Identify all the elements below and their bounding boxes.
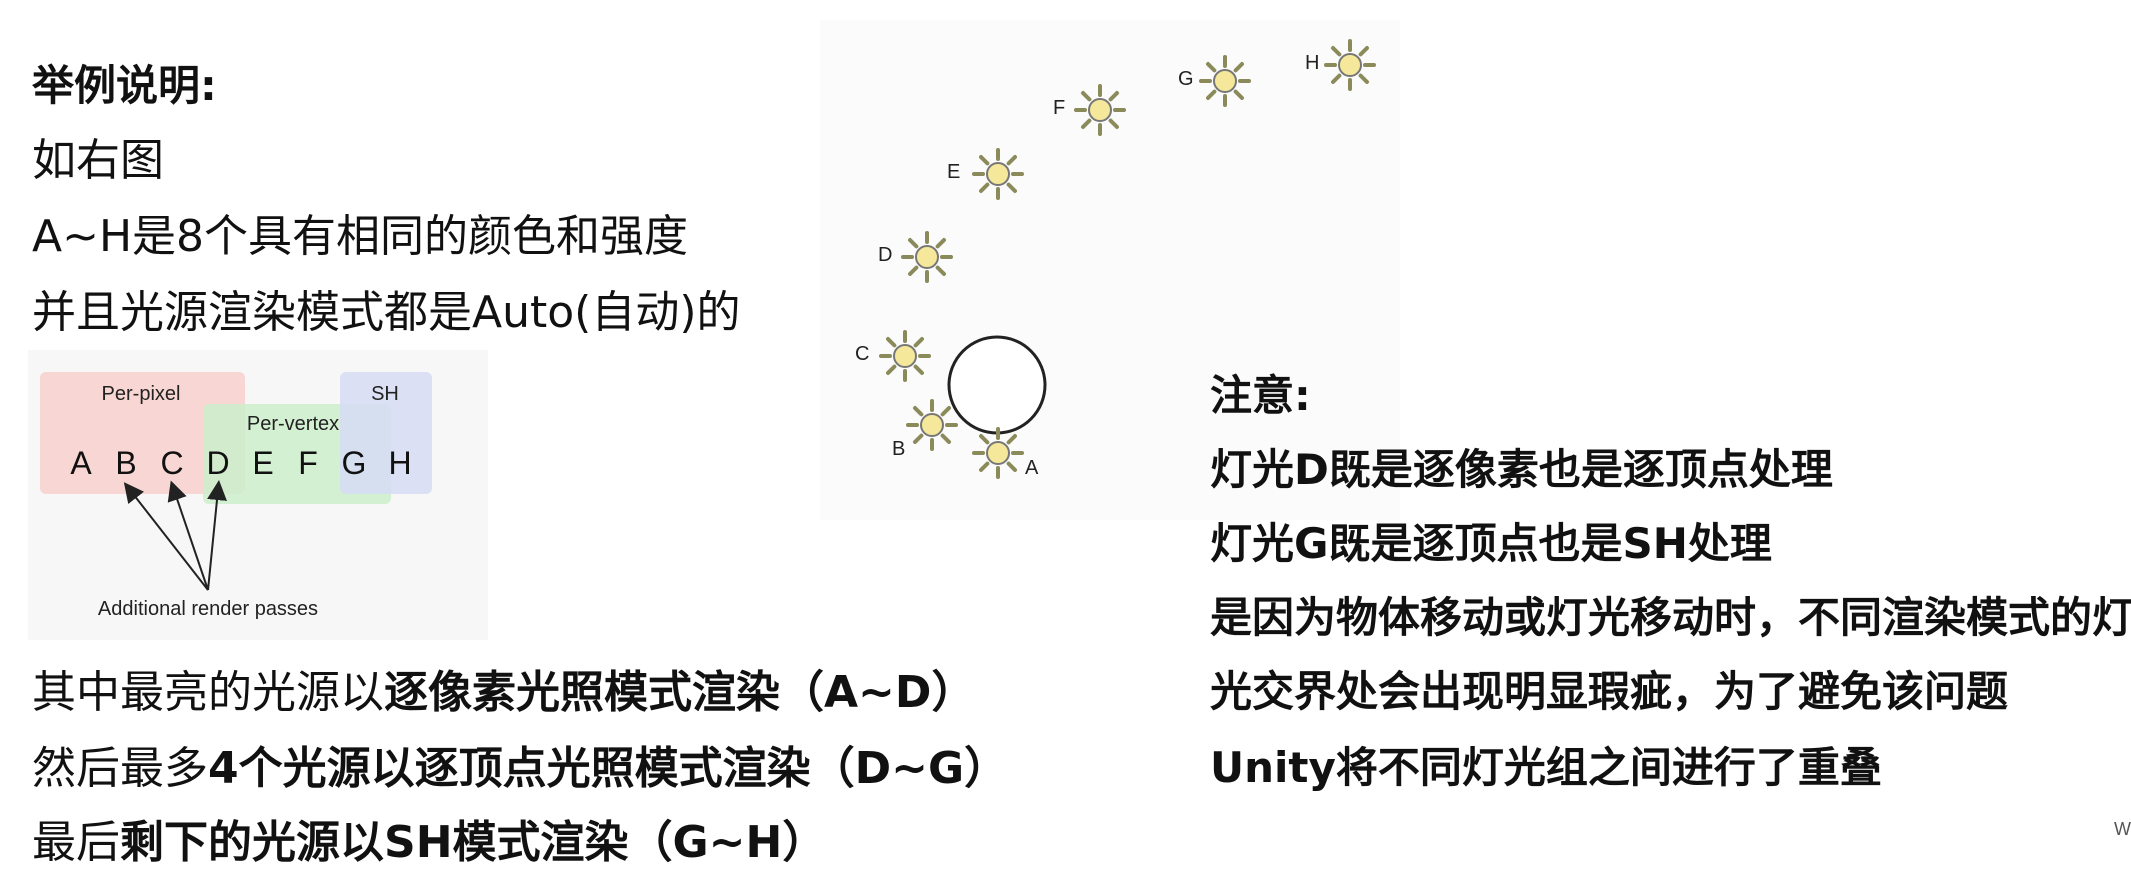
arrow-to-c (167, 480, 209, 591)
diagram-letter-h: H (388, 445, 411, 481)
sh-label: SH (371, 383, 399, 405)
arrow-to-b (123, 482, 209, 591)
summary-line-1: 其中最亮的光源以逐像素光照模式渲染（A~D） (32, 656, 975, 720)
light-e-icon (972, 148, 1024, 200)
light-g-label: G (1178, 68, 1194, 90)
render-passes-diagram: Per-pixel Per-vertex SH A B C D E F G H … (28, 350, 488, 640)
light-e-label: E (947, 161, 960, 183)
diagram-caption: Additional render passes (98, 598, 318, 620)
light-h-icon (1324, 39, 1376, 91)
intro-line-2: A~H是8个具有相同的颜色和强度 (32, 211, 689, 262)
summary-line-2: 然后最多4个光源以逐顶点光照模式渲染（D~G） (32, 732, 1008, 796)
light-b-icon (906, 399, 958, 451)
intro-line-3: 并且光源渲染模式都是Auto(自动)的 (32, 287, 741, 338)
summary-3-prefix: 最后 (32, 817, 120, 868)
light-b-label: B (892, 438, 905, 460)
diagram-letter-g: G (342, 445, 367, 481)
note-line-1: 灯光D既是逐像素也是逐顶点处理 (1210, 445, 1833, 494)
note-line-5: Unity将不同灯光组之间进行了重叠 (1210, 743, 1882, 792)
summary-1-bold: 逐像素光照模式渲染（A~D） (384, 667, 976, 718)
light-c-icon (879, 330, 931, 382)
diagram-letter-e: E (252, 445, 273, 481)
note-line-2: 灯光G既是逐顶点也是SH处理 (1210, 519, 1772, 568)
light-d-label: D (878, 244, 892, 266)
summary-line-3: 最后剩下的光源以SH模式渲染（G~H） (32, 806, 826, 870)
per-vertex-label: Per-vertex (247, 413, 339, 435)
note-line-4: 光交界处会出现明显瑕疵，为了避免该问题 (1210, 667, 2009, 716)
object-sphere (947, 335, 1047, 435)
diagram-letter-a: A (70, 445, 92, 481)
note-line-3: 是因为物体移动或灯光移动时，不同渲染模式的灯 (1210, 593, 2131, 642)
sh-region (340, 372, 432, 494)
notes-title: 注意: (1210, 371, 1311, 420)
light-c-label: C (855, 343, 869, 365)
light-f-label: F (1053, 97, 1065, 119)
light-a-label: A (1025, 457, 1039, 479)
corner-mark: W (2114, 819, 2131, 839)
diagram-letter-d: D (206, 445, 229, 481)
example-title: 举例说明: (32, 61, 217, 110)
light-scene: A B C D E F G H (820, 20, 1400, 520)
summary-1-prefix: 其中最亮的光源以 (32, 667, 384, 718)
light-a-icon (972, 427, 1024, 479)
summary-3-bold: 剩下的光源以SH模式渲染（G~H） (120, 817, 827, 868)
diagram-letter-c: C (160, 445, 183, 481)
light-g-icon (1199, 55, 1251, 107)
diagram-letter-f: F (298, 445, 318, 481)
light-d-icon (901, 231, 953, 283)
intro-line-1: 如右图 (32, 135, 164, 186)
arrow-to-d (207, 480, 227, 591)
summary-2-bold: 4个光源以逐顶点光照模式渲染（D~G） (208, 743, 1009, 794)
light-f-icon (1074, 84, 1126, 136)
diagram-letter-b: B (115, 445, 136, 481)
summary-2-prefix: 然后最多 (32, 743, 208, 794)
per-pixel-region (40, 372, 245, 494)
light-h-label: H (1305, 52, 1319, 74)
per-pixel-label: Per-pixel (102, 383, 181, 405)
